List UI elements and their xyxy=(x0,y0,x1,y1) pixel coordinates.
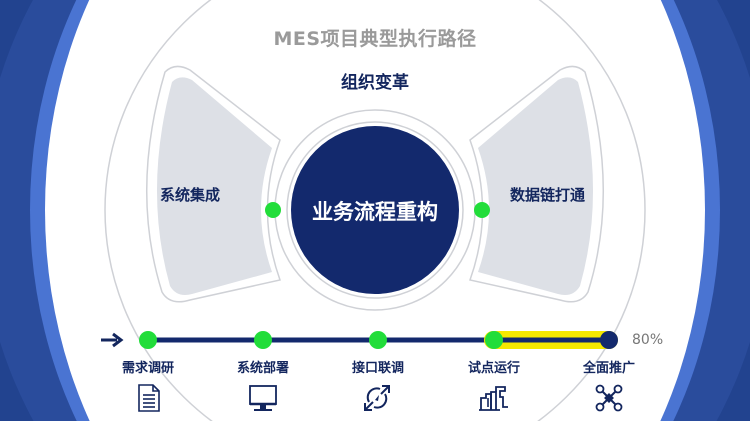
factory-icon xyxy=(479,386,508,411)
step-label-deployment: 系统部署 xyxy=(236,361,289,376)
step-label-rollout: 全面推广 xyxy=(582,361,635,376)
monitor-icon xyxy=(249,385,277,411)
start-arrow-icon xyxy=(101,332,124,348)
right-connector-dot xyxy=(474,202,490,218)
network-nodes-icon xyxy=(595,384,623,412)
organization-change-label: 组织变革 xyxy=(341,73,409,93)
step-label-integration: 接口联调 xyxy=(351,361,404,376)
right-sector-label: 数据链打通 xyxy=(510,186,586,204)
step-label-requirements: 需求调研 xyxy=(121,361,174,376)
document-icon xyxy=(138,384,160,412)
sync-arrows-icon xyxy=(364,385,390,411)
diagram-title: MES项目典型执行路径 xyxy=(273,28,477,50)
left-sector-label: 系统集成 xyxy=(160,186,221,204)
left-connector-dot xyxy=(265,202,281,218)
progress-percentage: 80% xyxy=(632,332,664,348)
center-circle-label: 业务流程重构 xyxy=(312,200,438,224)
step-label-pilot: 试点运行 xyxy=(467,361,520,376)
